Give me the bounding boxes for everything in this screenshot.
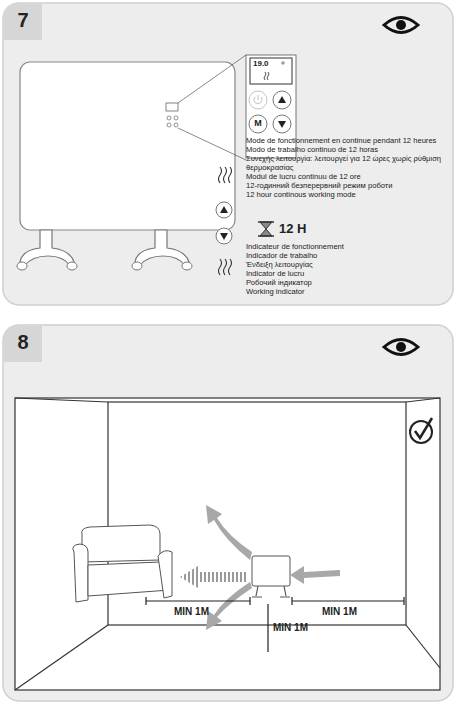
arrow-buttons [216,202,232,244]
callout-number: 8 [8,331,38,353]
button-label: M [252,118,264,128]
mode-note: Modo de trabalho continuo de 12 horas [246,146,451,155]
timer-label: 12 H [279,222,306,237]
mode-note: 12 hour continous working mode [246,191,451,200]
callout-number: 7 [8,9,38,31]
indicator-note: Working indicator [246,288,451,297]
check-icon [410,418,432,443]
dimension-label: MIN 1M [322,606,357,617]
indicator-note: Робочий індикатор [246,279,451,288]
room [15,398,440,690]
number-tab [3,325,42,362]
number-tab [3,3,42,40]
mode-note: 12-годинний безперервний режим роботи [246,182,451,191]
buttons [249,91,291,133]
heater [17,62,235,270]
panel [3,3,453,305]
eye-icon [384,18,418,33]
indicator-note: Ένδειξη λειτουργίας [246,261,451,270]
panel [3,325,453,701]
mode-note: Συνεχής λειτουργία: λειτουργεί για 12 ώρ… [246,155,451,172]
mode-note: Mode de fonctionnement en continue penda… [246,137,451,146]
indicator-note: Indicator de lucru [246,270,451,279]
dimension-label: MIN 1M [174,606,209,617]
eye-icon [384,340,418,355]
indicator-note: Indicateur de fonctionnement [246,243,451,252]
hourglass-icon [258,222,274,236]
indicator-note: Indicador de trabalho [246,252,451,261]
dimension-lines [146,597,404,652]
heat-icon [219,167,232,275]
dimension-label: MIN 1M [273,622,308,633]
sofa [73,525,172,602]
display [250,58,292,84]
mode-note: Modul de lucru continuu de 12 ore [246,173,451,182]
room-heater [252,556,290,597]
display-reading: 19.0 [253,60,269,69]
